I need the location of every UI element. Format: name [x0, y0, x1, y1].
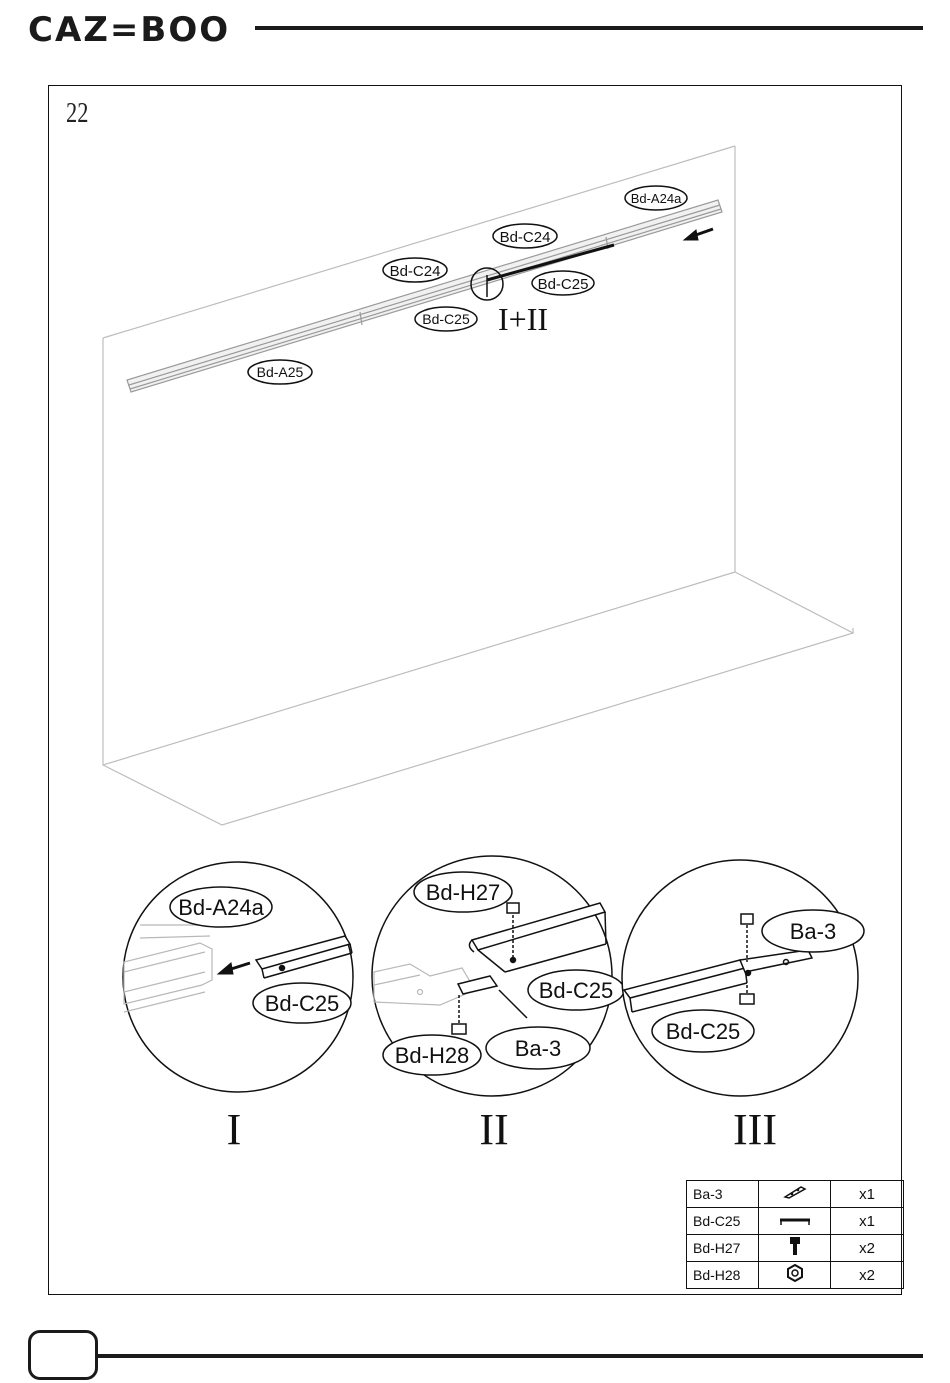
- part-code: Ba-3: [687, 1181, 759, 1208]
- part-qty: x1: [831, 1181, 904, 1208]
- label-bd-c24-top: Bd-C24: [493, 224, 557, 248]
- svg-text:Bd-C25: Bd-C25: [422, 311, 470, 327]
- parts-row: Bd-C25 x1: [687, 1208, 904, 1235]
- detail-numeral-1: I: [227, 1105, 242, 1154]
- part-qty: x2: [831, 1235, 904, 1262]
- bolt-icon: [759, 1235, 831, 1262]
- nut-icon: [759, 1262, 831, 1289]
- svg-text:Bd-C25: Bd-C25: [666, 1019, 741, 1044]
- label-detail3-bd-c25: Bd-C25: [652, 1010, 754, 1052]
- detail-numeral-3: III: [733, 1105, 777, 1154]
- cabinet-outline: [103, 146, 853, 825]
- page-number-box: [28, 1330, 98, 1380]
- label-detail3-ba-3: Ba-3: [762, 910, 864, 952]
- part-code: Bd-C25: [687, 1208, 759, 1235]
- svg-text:Bd-C25: Bd-C25: [538, 276, 589, 293]
- svg-text:Bd-C24: Bd-C24: [500, 229, 551, 246]
- label-bd-c25-right: Bd-C25: [532, 271, 594, 295]
- part-qty: x1: [831, 1208, 904, 1235]
- footer-rule: [98, 1354, 923, 1358]
- parts-row: Bd-H27 x2: [687, 1235, 904, 1262]
- svg-text:Ba-3: Ba-3: [515, 1036, 561, 1061]
- svg-text:Bd-A25: Bd-A25: [257, 364, 304, 380]
- svg-text:Bd-C25: Bd-C25: [539, 978, 614, 1003]
- svg-text:Bd-H27: Bd-H27: [426, 880, 501, 905]
- label-detail2-bd-h27: Bd-H27: [414, 872, 512, 912]
- label-bd-c25-left: Bd-C25: [415, 307, 477, 331]
- part-qty: x2: [831, 1262, 904, 1289]
- detail-circle-1: Bd-A24a Bd-C25: [123, 862, 353, 1092]
- svg-text:Bd-C25: Bd-C25: [265, 991, 340, 1016]
- label-detail1-bd-c25: Bd-C25: [253, 983, 351, 1023]
- bracket-icon: [759, 1208, 831, 1235]
- parts-row: Bd-H28 x2: [687, 1262, 904, 1289]
- detail-numeral-2: II: [479, 1105, 508, 1154]
- label-detail1-bd-a24a: Bd-A24a: [170, 887, 272, 927]
- detail-circle-2: Bd-H27 Bd-C25 Bd-H28 Ba-3: [372, 856, 624, 1096]
- hanging-rail: [127, 200, 722, 392]
- label-bd-a25: Bd-A25: [248, 360, 312, 384]
- part-code: Bd-H28: [687, 1262, 759, 1289]
- svg-text:Bd-A24a: Bd-A24a: [631, 191, 682, 206]
- label-bd-c24-mid: Bd-C24: [383, 258, 447, 282]
- label-detail2-bd-c25: Bd-C25: [528, 970, 624, 1010]
- detail-reference: I+II: [498, 301, 548, 337]
- insert-arrow: [684, 229, 713, 240]
- label-detail2-bd-h28: Bd-H28: [383, 1035, 481, 1075]
- svg-text:Ba-3: Ba-3: [790, 919, 836, 944]
- detail-circle-3: Ba-3 Bd-C25: [622, 860, 864, 1096]
- parts-row: Ba-3 x1: [687, 1181, 904, 1208]
- svg-text:Bd-A24a: Bd-A24a: [178, 895, 264, 920]
- part-code: Bd-H27: [687, 1235, 759, 1262]
- svg-text:Bd-C24: Bd-C24: [390, 263, 441, 280]
- label-bd-a24a: Bd-A24a: [625, 186, 687, 210]
- parts-table: Ba-3 x1 Bd-C25 x1 Bd-H27 x2 Bd-H28 x2: [686, 1180, 904, 1289]
- connector-plate-icon: [759, 1181, 831, 1208]
- svg-text:Bd-H28: Bd-H28: [395, 1043, 470, 1068]
- label-detail2-ba-3: Ba-3: [486, 1027, 590, 1069]
